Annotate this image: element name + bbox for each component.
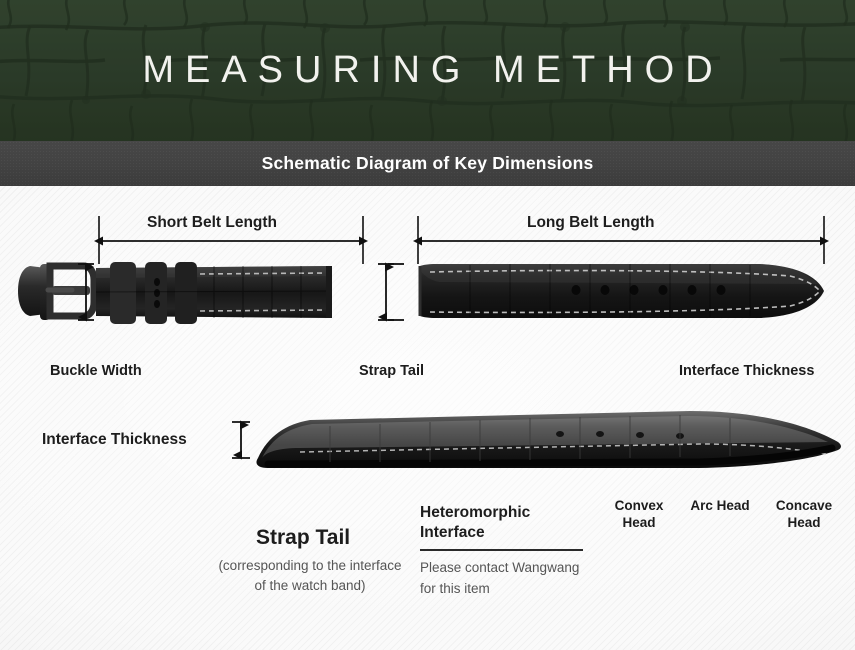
page-title: MEASURING METHOD (142, 49, 724, 91)
dimension-lines (78, 216, 829, 460)
section-banner: Schematic Diagram of Key Dimensions (0, 141, 855, 186)
page-header: MEASURING METHOD (0, 0, 855, 141)
buckle-width-dimension (78, 262, 94, 322)
interface-thickness-right-dimension (388, 263, 404, 321)
short-belt-length-dimension (94, 216, 368, 264)
section-banner-title: Schematic Diagram of Key Dimensions (261, 153, 594, 173)
interface-thickness-left-dimension (232, 420, 250, 460)
long-belt-length-dimension (413, 216, 829, 264)
banner-texture (0, 141, 855, 186)
strap-tail-dimension (378, 262, 394, 322)
diagram-body: Short Belt Length Long Belt Length Buckl… (0, 186, 855, 650)
crocodile-texture (0, 0, 855, 141)
